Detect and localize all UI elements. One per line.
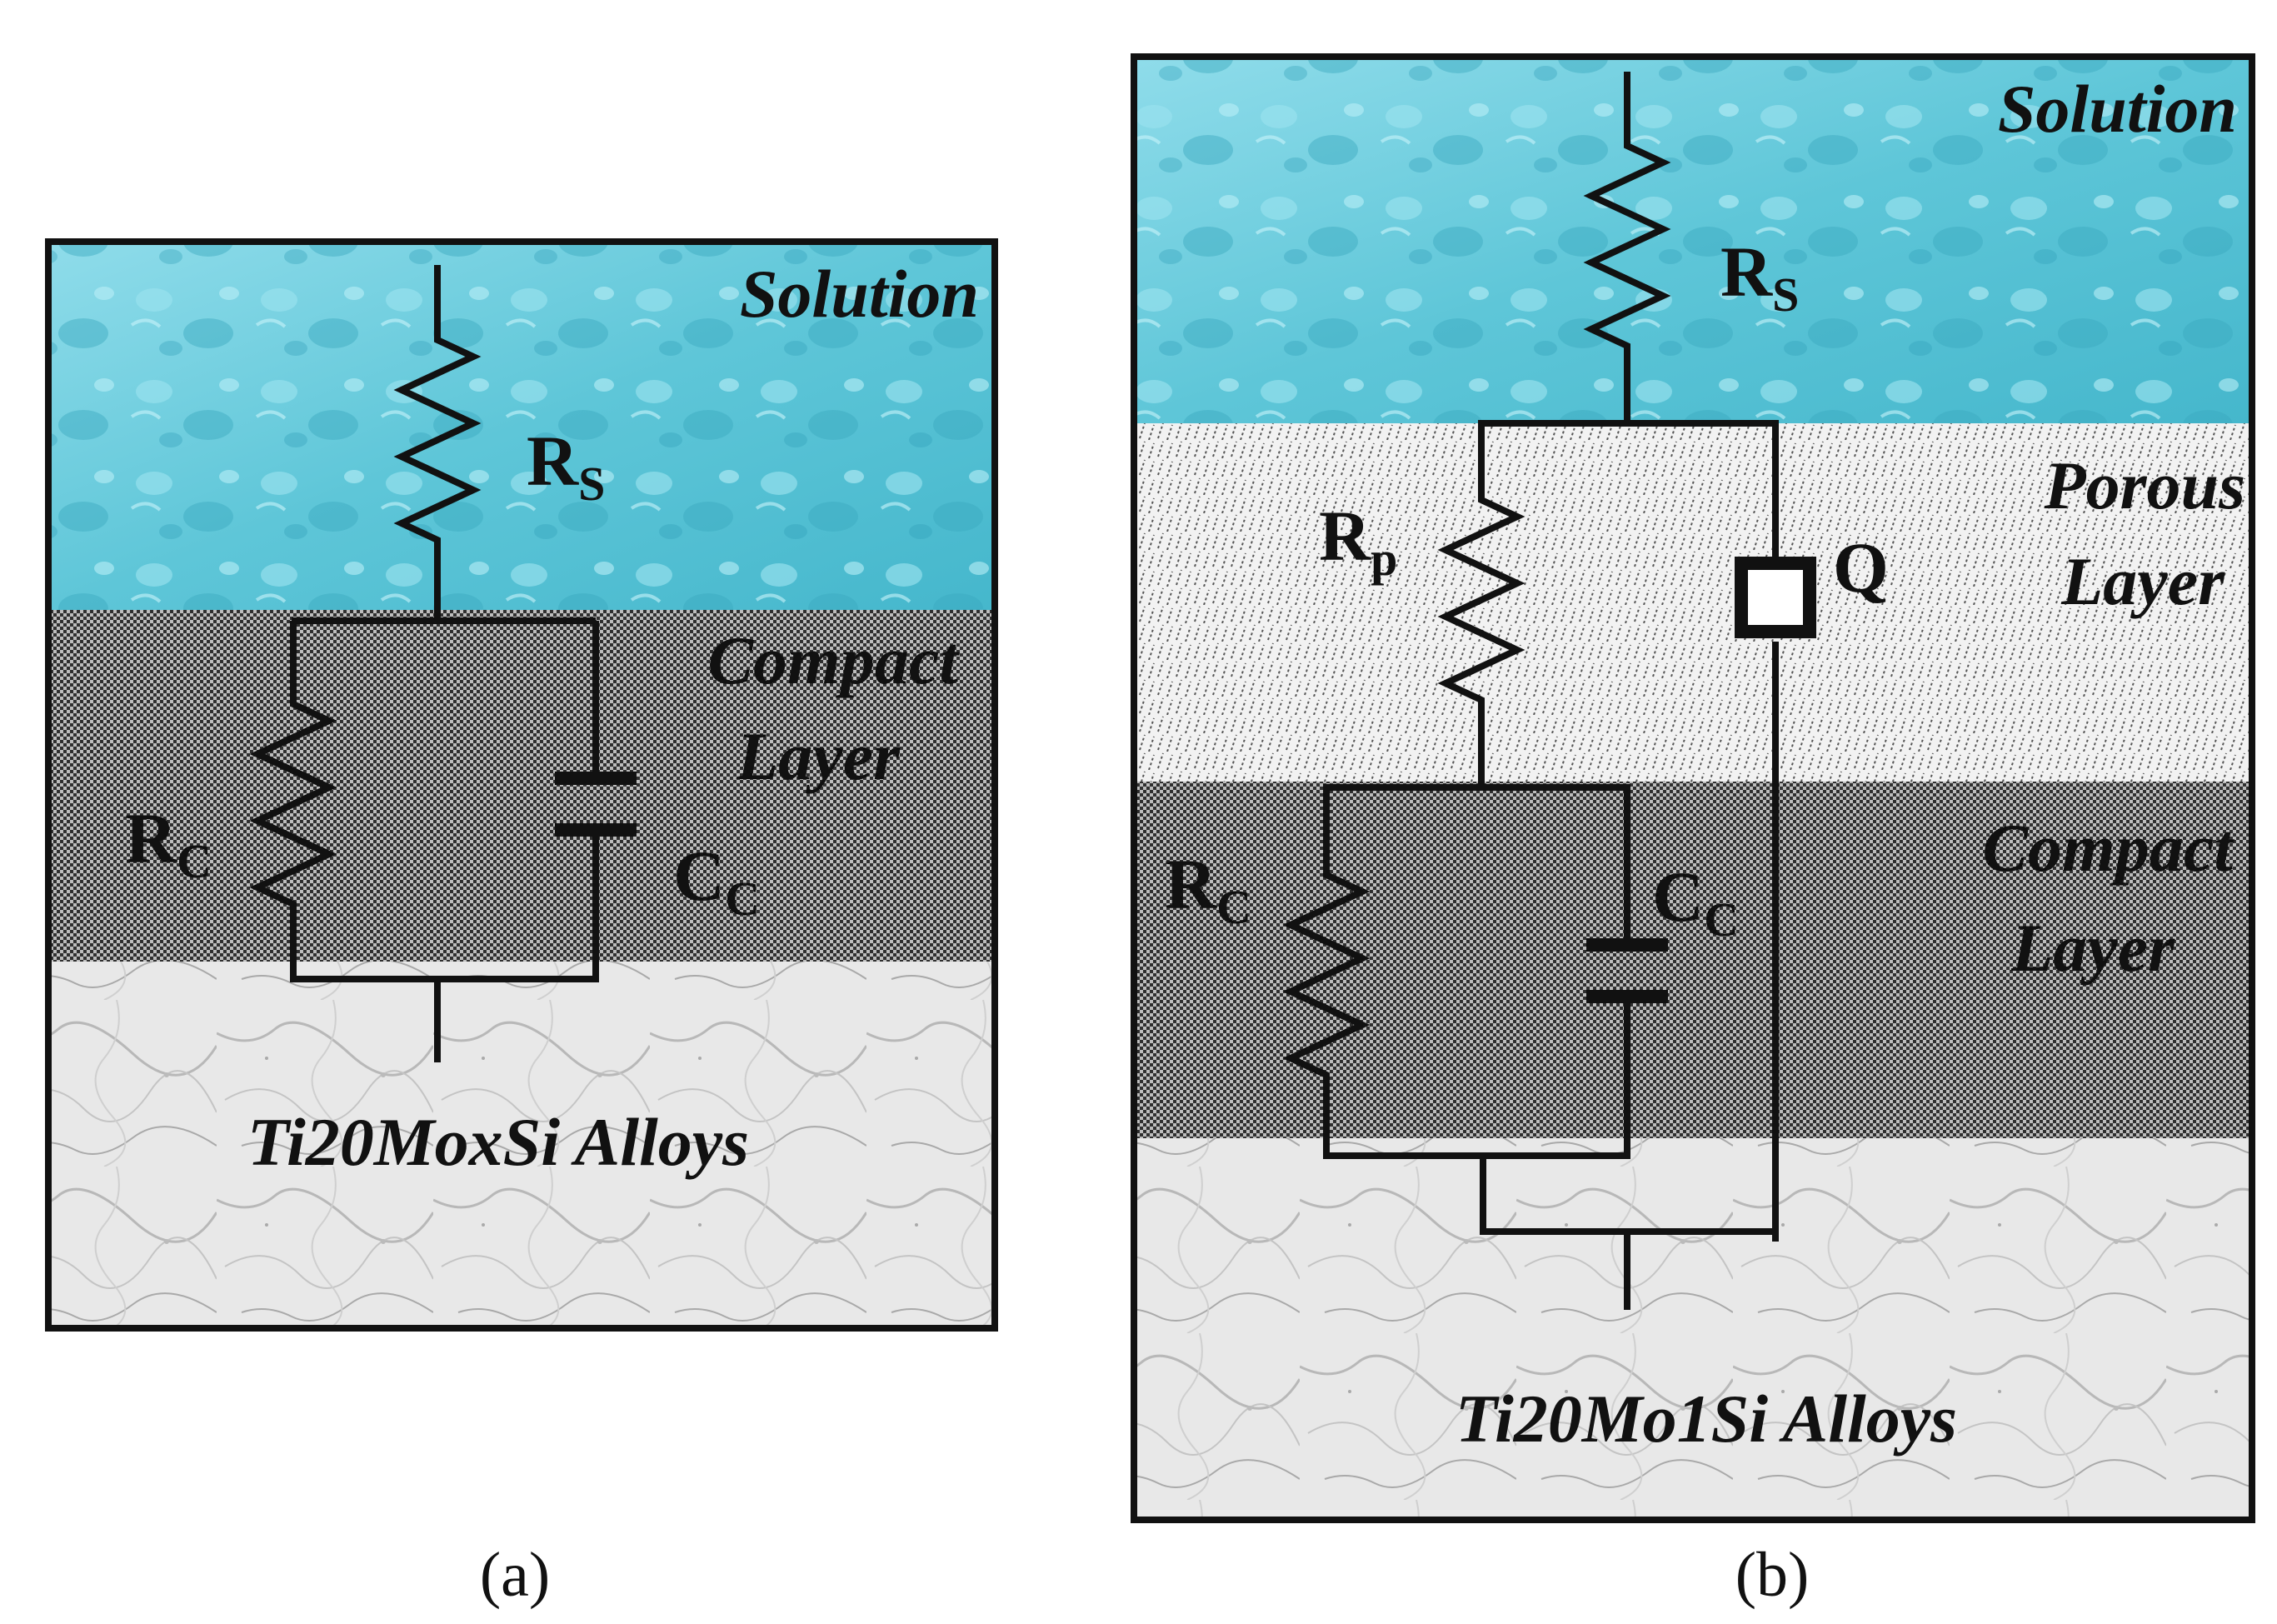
alloy-layer-b xyxy=(1136,1138,2250,1518)
return-rail xyxy=(1480,1156,1779,1235)
compact-label-b-line2: Layer xyxy=(2010,910,2175,986)
rc-resistor-b xyxy=(1282,787,1371,1156)
cc-capacitor-plate-top-b xyxy=(1586,938,1668,952)
rp-label: Rp xyxy=(1319,496,1397,586)
caption-a: (a) xyxy=(480,1540,550,1610)
q-label: Q xyxy=(1833,527,1889,607)
rs-label: RS xyxy=(527,421,605,511)
solution-label-b: Solution xyxy=(1998,71,2237,147)
panel-a: Solution Compact Layer Ti20MoxSi Alloys … xyxy=(45,238,998,1610)
rs-resistor-b xyxy=(1583,72,1671,427)
rc-resistor xyxy=(249,621,337,979)
compact-label-line2: Layer xyxy=(736,718,901,794)
rc-label-b: RC xyxy=(1165,844,1251,934)
solution-texture xyxy=(48,243,995,610)
compact-layer-b xyxy=(1136,782,2250,1138)
panel-a-frame xyxy=(45,238,998,1332)
q-cpe-element xyxy=(1735,557,1816,638)
rc-label: RC xyxy=(125,798,212,888)
panel-b-frame xyxy=(1131,53,2255,1523)
cc-label-b: CC xyxy=(1652,857,1739,947)
rp-resistor xyxy=(1437,423,1525,787)
compact-label-line1: Compact xyxy=(707,622,960,698)
rs-resistor xyxy=(393,265,482,621)
porous-layer xyxy=(1136,423,2250,782)
compact-label-b-line1: Compact xyxy=(1982,810,2235,886)
porous-label-line2: Layer xyxy=(2060,543,2225,619)
solution-label: Solution xyxy=(740,256,979,332)
cc-capacitor-plate-bottom xyxy=(555,823,637,837)
alloy-label-b: Ti20Mo1Si Alloys xyxy=(1456,1381,1957,1457)
panel-b: Solution Porous Layer Compact Layer Ti20… xyxy=(1131,53,2255,1610)
alloy-layer xyxy=(48,962,995,1327)
compact-layer xyxy=(48,610,995,962)
porous-label-line1: Porous xyxy=(2043,447,2245,523)
cc-capacitor-plate-bottom-b xyxy=(1586,990,1668,1003)
cc-label: CC xyxy=(673,836,760,926)
cc-capacitor-plate-top xyxy=(555,772,637,785)
rs-label-b: RS xyxy=(1720,232,1799,322)
alloy-label: Ti20MoxSi Alloys xyxy=(247,1104,749,1180)
solution-texture-b xyxy=(1136,58,2250,423)
caption-b: (b) xyxy=(1735,1540,1810,1610)
